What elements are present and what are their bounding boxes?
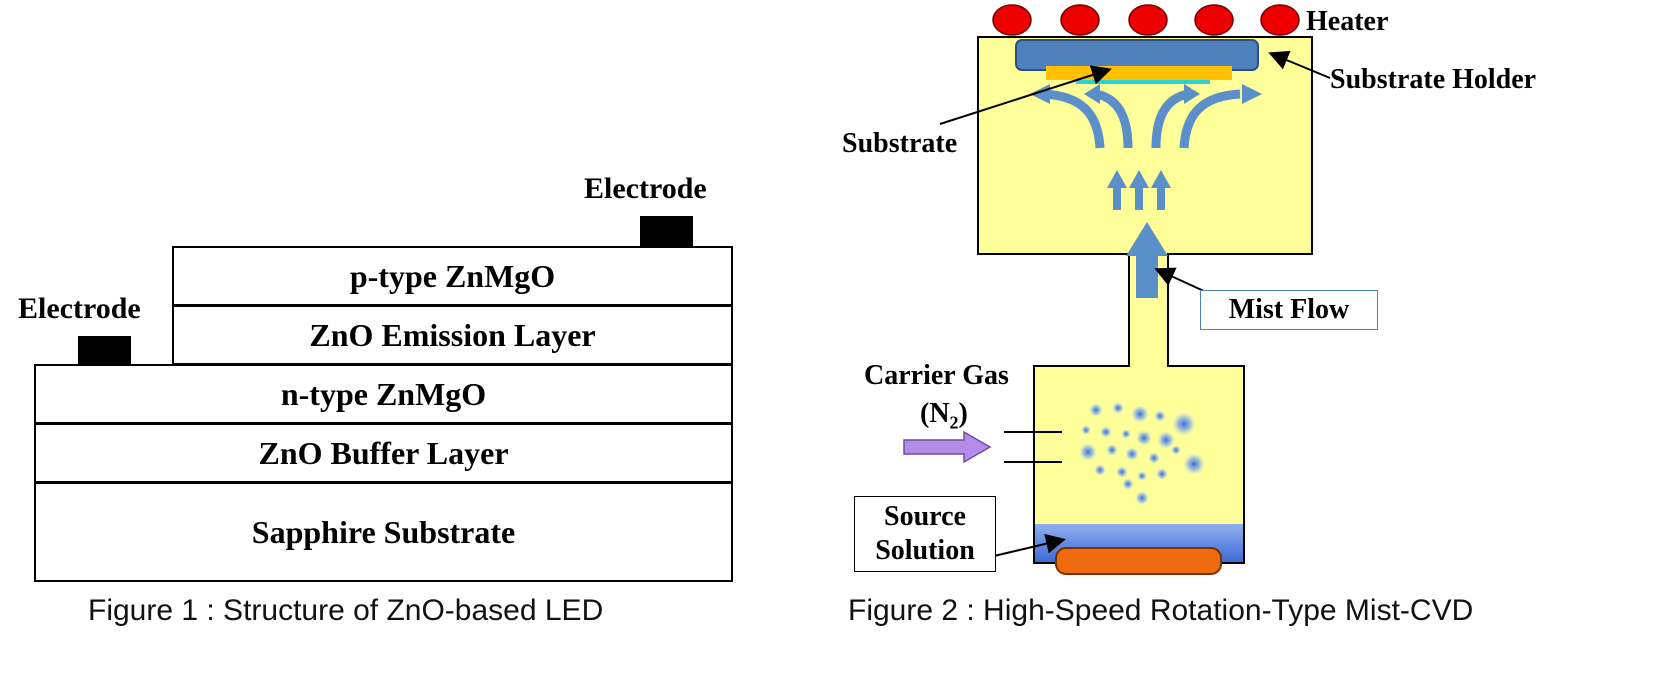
electrode-top-label: Electrode xyxy=(584,172,707,205)
mist-dot xyxy=(1100,426,1112,438)
formula-subscript: 2 xyxy=(949,412,959,433)
figure-2-caption: Figure 2 : High-Speed Rotation-Type Mist… xyxy=(848,594,1474,627)
leader-substrate xyxy=(939,65,1112,125)
layer-sapphire-substrate: Sapphire Substrate xyxy=(34,482,733,582)
mist-dot xyxy=(1094,464,1106,476)
layer-label: p-type ZnMgO xyxy=(349,257,556,294)
mist-dot xyxy=(1112,402,1124,414)
electrode-left xyxy=(78,336,131,366)
heater-icon xyxy=(1060,4,1100,36)
mist-dot xyxy=(1081,425,1091,435)
source-solution-box: Source Solution xyxy=(854,496,996,572)
flow-arrows xyxy=(1043,89,1241,149)
figure-1-caption: Figure 1 : Structure of ZnO-based LED xyxy=(88,594,604,627)
leader-mist-flow xyxy=(1154,267,1207,293)
heater-icon xyxy=(992,4,1032,36)
upward-arrows xyxy=(1107,170,1171,210)
heater-icon xyxy=(1128,4,1168,36)
layer-label: ZnO Buffer Layer xyxy=(258,434,509,471)
substrate-label: Substrate xyxy=(842,128,958,159)
mist-flow-label: Mist Flow xyxy=(1228,294,1350,325)
layer-label: Sapphire Substrate xyxy=(251,513,516,550)
mist-dot xyxy=(1137,471,1147,481)
mist-dot xyxy=(1131,405,1149,423)
mist-dot xyxy=(1154,410,1166,422)
mist-dot xyxy=(1156,468,1168,480)
substrate xyxy=(1046,66,1232,80)
electrode-top xyxy=(640,216,693,246)
mist-dot xyxy=(1121,429,1131,439)
mist-dot xyxy=(1122,478,1134,490)
substrate-film xyxy=(1076,80,1210,84)
carrier-gas-label: Carrier Gas xyxy=(864,360,1009,391)
formula-prefix: (N xyxy=(920,398,950,429)
mist-particles xyxy=(1079,402,1205,505)
mist-dot xyxy=(1089,403,1103,417)
mist-dot xyxy=(1172,412,1196,436)
leader-source-solution xyxy=(993,533,1066,557)
substrate-holder xyxy=(1015,39,1259,71)
heater-icon xyxy=(1194,4,1234,36)
substrate-holder-label: Substrate Holder xyxy=(1330,64,1537,95)
heater-label: Heater xyxy=(1306,6,1389,37)
heater-elements xyxy=(992,4,1300,36)
source-dish xyxy=(1055,547,1222,575)
mist-dot xyxy=(1135,491,1149,505)
mist-dot xyxy=(1157,431,1175,449)
flow-arrowheads xyxy=(1030,84,1262,104)
mist-dot xyxy=(1148,452,1160,464)
mist-dot xyxy=(1079,443,1097,461)
mist-dot xyxy=(1106,444,1118,456)
heater-icon xyxy=(1260,4,1300,36)
formula-suffix: ) xyxy=(958,398,968,429)
carrier-gas-formula: (N2) xyxy=(920,398,968,434)
source-label-line2: Solution xyxy=(875,535,975,566)
carrier-gas-arrow xyxy=(903,430,992,464)
mist-dot xyxy=(1183,453,1205,475)
source-label-line1: Source xyxy=(884,501,966,532)
mist-flow-box: Mist Flow xyxy=(1200,290,1378,330)
mist-flow-arrow xyxy=(1126,222,1168,298)
layer-p-type-znmgo: p-type ZnMgO xyxy=(172,246,733,306)
mist-dot xyxy=(1136,430,1152,446)
electrode-left-label: Electrode xyxy=(18,292,141,325)
mist-dot xyxy=(1125,447,1139,461)
layer-label: ZnO Emission Layer xyxy=(309,316,596,353)
layer-label: n-type ZnMgO xyxy=(280,375,487,412)
mist-dot xyxy=(1171,445,1181,455)
leader-substrate-holder xyxy=(1268,50,1331,79)
mist-dot xyxy=(1116,466,1128,478)
